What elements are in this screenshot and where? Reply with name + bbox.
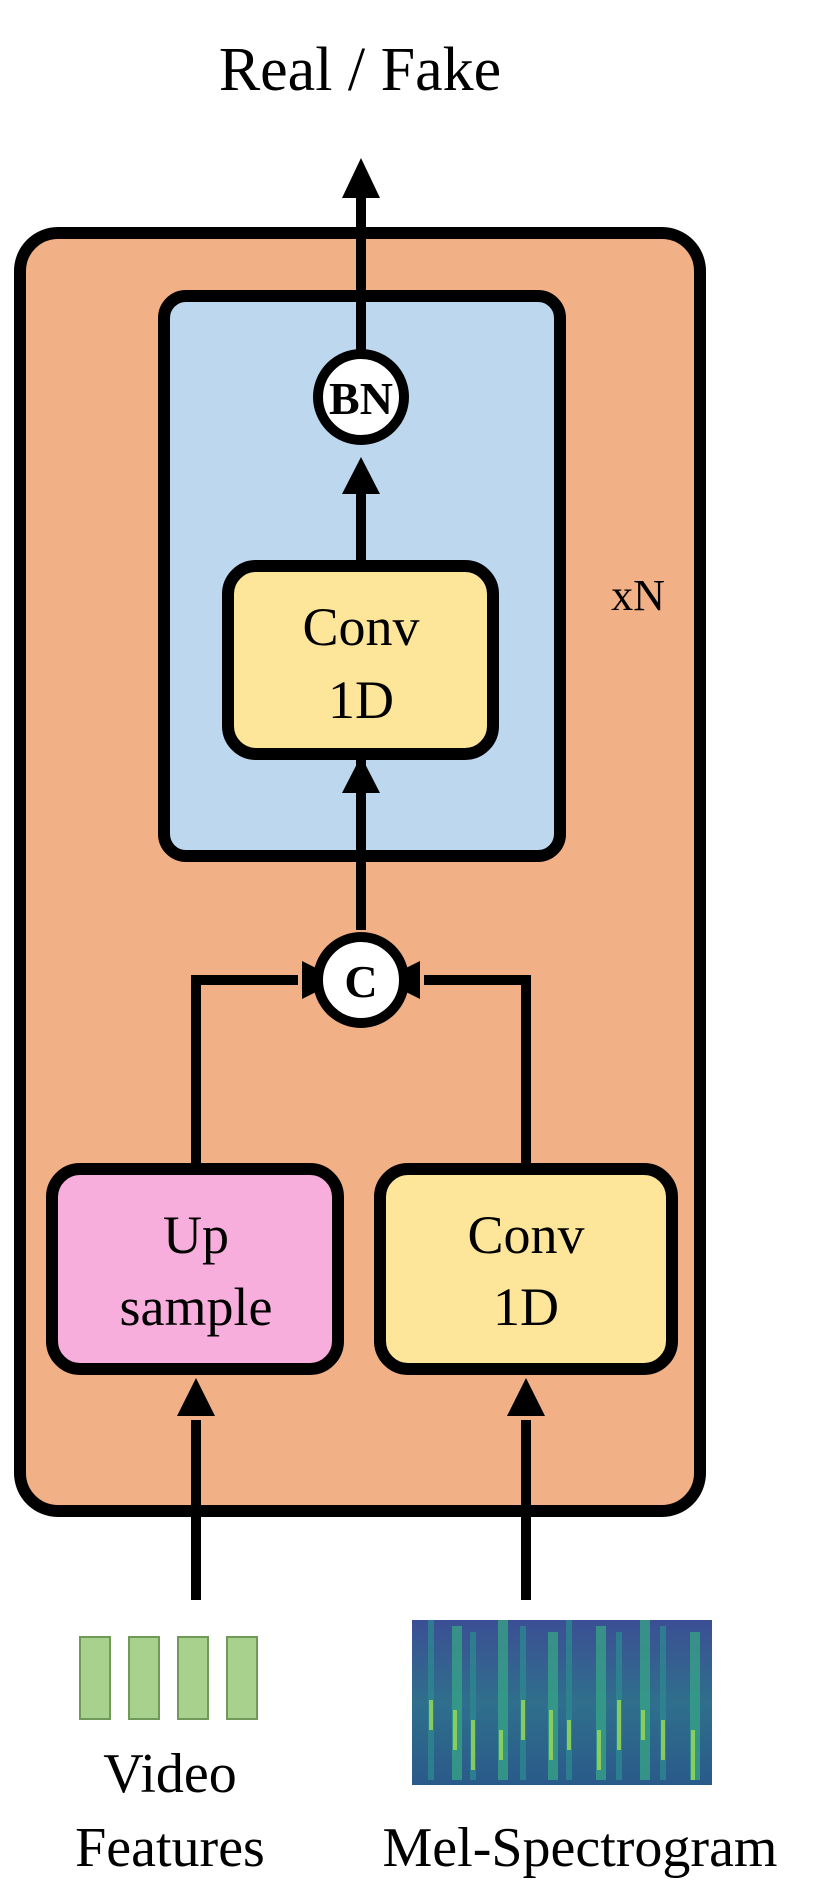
spectrogram-band	[548, 1632, 558, 1780]
arrow-up-conv-bottom	[507, 1378, 545, 1416]
mel-spectrogram-label: Mel-Spectrogram	[383, 1817, 778, 1879]
video-features-line2: Features	[75, 1817, 265, 1879]
spectrogram-highlight	[453, 1710, 457, 1750]
spectrogram-band	[498, 1620, 508, 1780]
spectrogram-highlight	[567, 1720, 571, 1750]
conv1d-top-line1: Conv	[302, 597, 419, 657]
spectrogram-highlight	[661, 1720, 665, 1760]
connectors	[191, 190, 531, 1600]
spectrogram-highlight	[549, 1710, 553, 1760]
spectrogram-band	[452, 1626, 462, 1780]
conv1d-top-line2: 1D	[328, 670, 394, 730]
spectrogram-highlight	[499, 1730, 503, 1760]
spectrogram-band	[470, 1632, 476, 1780]
spectrogram-highlight	[521, 1700, 525, 1740]
video-features-line1: Video	[103, 1743, 237, 1805]
spectrogram-highlight	[617, 1700, 621, 1750]
upsample-block: Up sample	[46, 1163, 344, 1375]
conv1d-bottom-line2: 1D	[493, 1277, 559, 1337]
output-label: Real / Fake	[219, 36, 501, 104]
video-feature-bar	[79, 1636, 111, 1720]
spectrogram-band	[566, 1620, 572, 1780]
repeat-label: xN	[611, 571, 665, 620]
mel-spectrogram-image	[412, 1620, 712, 1785]
arrow-up-bn	[342, 457, 380, 494]
conv1d-top-block: Conv 1D	[222, 560, 499, 760]
spectrogram-highlight	[641, 1710, 645, 1740]
arrow-up-upsample	[177, 1378, 215, 1416]
spectrogram-highlight	[429, 1700, 433, 1730]
arrow-up-output	[342, 158, 380, 198]
upsample-line1: Up	[163, 1205, 229, 1265]
arrow-up-conv-top	[342, 756, 380, 793]
batchnorm-node: BN	[313, 349, 409, 445]
conv1d-bottom-block: Conv 1D	[374, 1163, 678, 1375]
spectrogram-band	[690, 1632, 700, 1780]
spectrogram-highlight	[471, 1720, 475, 1770]
concat-node: C	[313, 932, 409, 1028]
conv1d-bottom-line1: Conv	[467, 1205, 584, 1265]
spectrogram-band	[660, 1626, 666, 1780]
spectrogram-band	[640, 1620, 650, 1780]
concat-label: C	[344, 956, 377, 1007]
spectrogram-highlight	[597, 1730, 601, 1770]
video-feature-bar	[226, 1636, 258, 1720]
upsample-line2: sample	[120, 1277, 273, 1337]
spectrogram-highlight	[691, 1730, 695, 1780]
spectrogram-band	[596, 1626, 606, 1780]
video-feature-bar	[177, 1636, 209, 1720]
video-feature-bar	[128, 1636, 160, 1720]
video-features-icon	[79, 1636, 258, 1720]
batchnorm-label: BN	[329, 373, 393, 424]
